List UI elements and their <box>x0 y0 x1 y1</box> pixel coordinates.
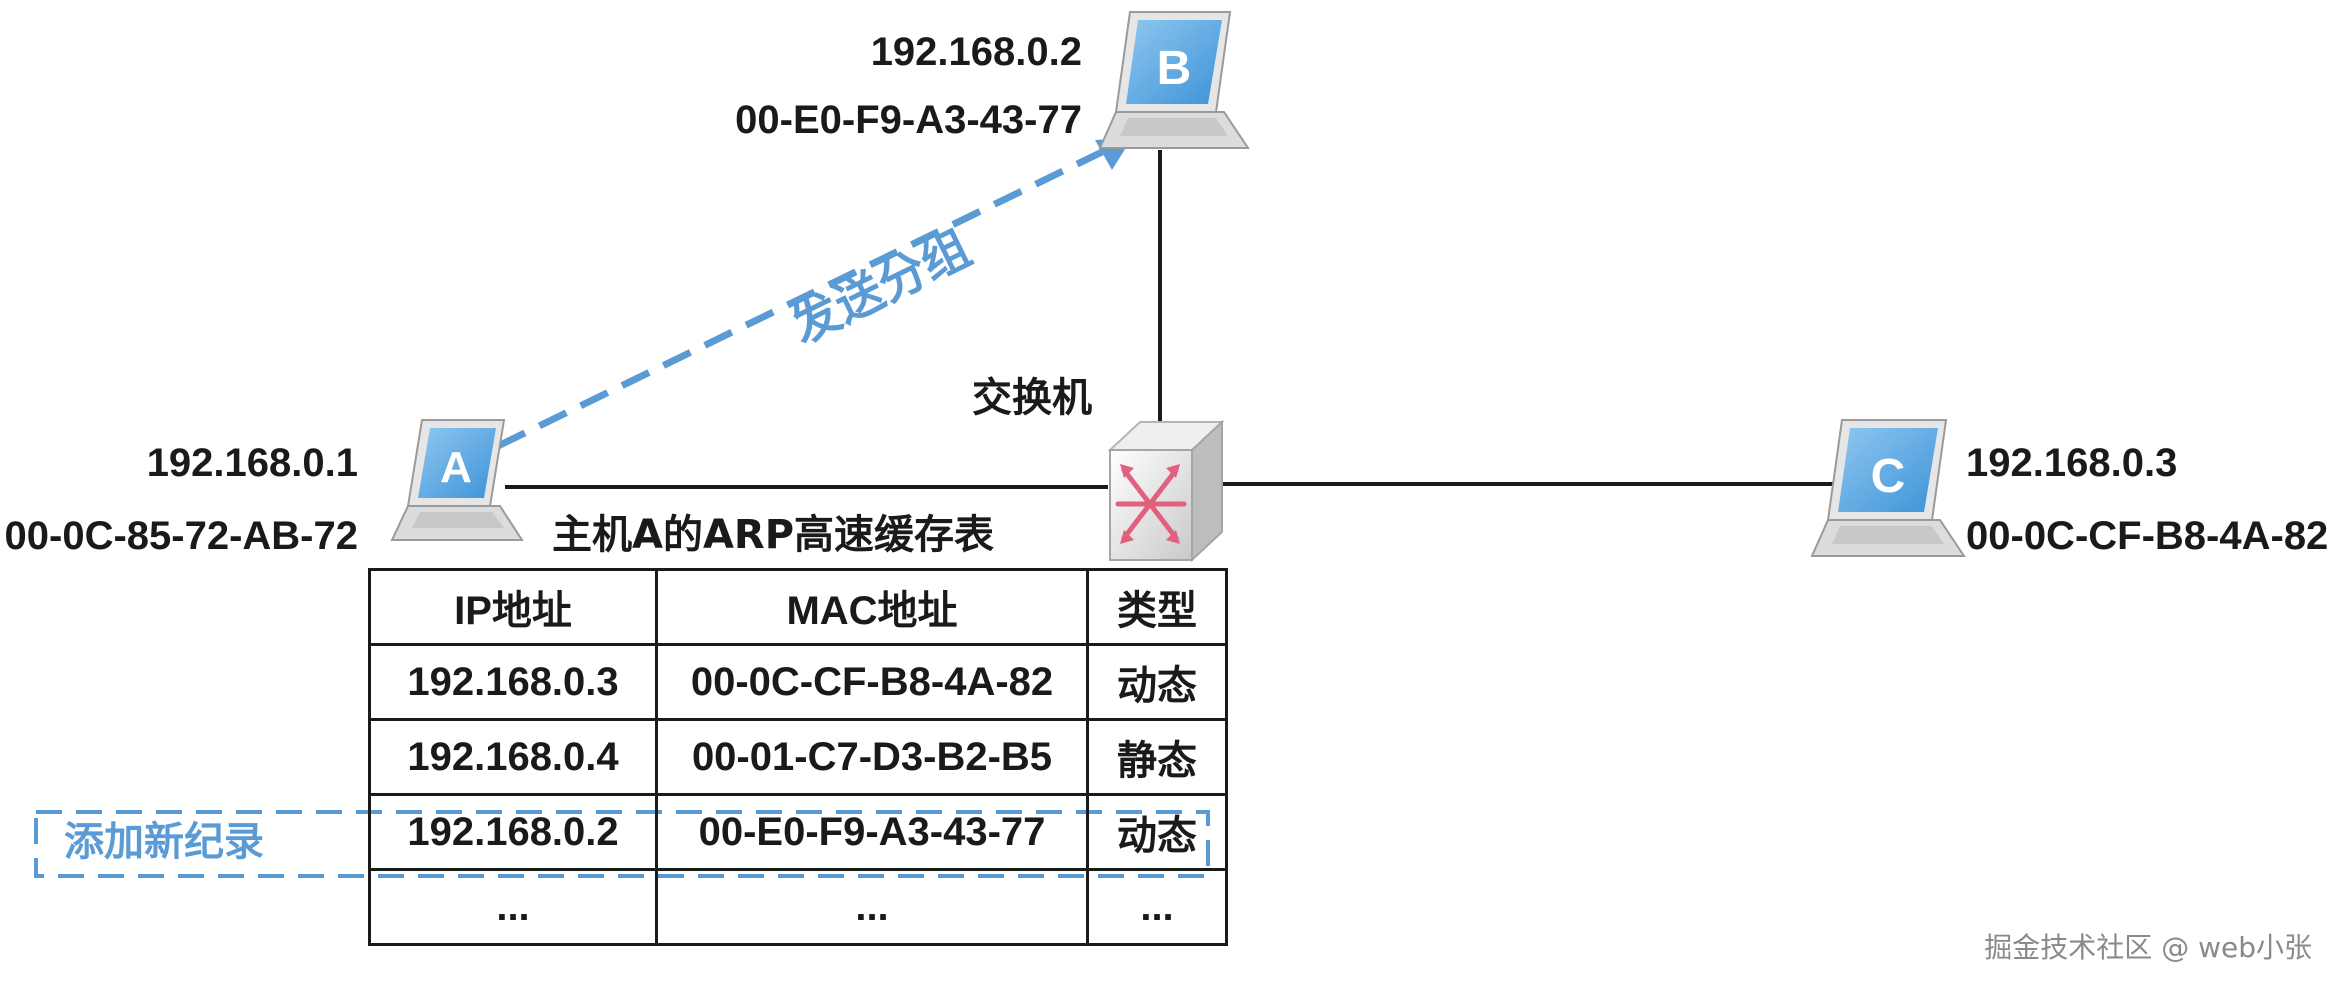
laptop-b-icon: B <box>1098 11 1250 149</box>
header-ip: IP地址 <box>368 568 658 646</box>
cell-ip: 192.168.0.3 <box>368 643 658 721</box>
cell-mac: 00-E0-F9-A3-43-77 <box>655 793 1089 871</box>
arp-table-title: 主机A的ARP高速缓存表 <box>552 512 995 558</box>
cell-ip: ... <box>368 868 658 946</box>
table-row: 192.168.0.2 00-E0-F9-A3-43-77 动态 <box>368 793 1228 871</box>
watermark: 掘金技术社区 @ web小张 <box>1984 931 2312 964</box>
table-row: ... ... ... <box>368 868 1228 946</box>
header-mac: MAC地址 <box>655 568 1089 646</box>
laptop-a-icon: A <box>390 419 524 541</box>
table-header-row: IP地址 MAC地址 类型 <box>368 568 1228 646</box>
send-arrow-line <box>496 148 1104 450</box>
host-b-mac: 00-E0-F9-A3-43-77 <box>735 98 1082 142</box>
laptop-c-letter: C <box>1871 450 1906 503</box>
laptop-c-icon: C <box>1810 419 1966 557</box>
arp-cache-table: IP地址 MAC地址 类型 192.168.0.3 00-0C-CF-B8-4A… <box>368 568 1228 946</box>
table-row: 192.168.0.4 00-01-C7-D3-B2-B5 静态 <box>368 718 1228 796</box>
cell-ip: 192.168.0.2 <box>368 793 658 871</box>
table-row: 192.168.0.3 00-0C-CF-B8-4A-82 动态 <box>368 643 1228 721</box>
host-c-mac: 00-0C-CF-B8-4A-82 <box>1966 514 2329 558</box>
cell-type: 动态 <box>1086 793 1228 871</box>
host-a-mac: 00-0C-85-72-AB-72 <box>4 514 358 558</box>
cell-type: ... <box>1086 868 1228 946</box>
switch-label: 交换机 <box>972 375 1092 421</box>
host-a-ip: 192.168.0.1 <box>146 441 358 485</box>
host-b-ip: 192.168.0.2 <box>870 30 1082 74</box>
cell-mac: 00-01-C7-D3-B2-B5 <box>655 718 1089 796</box>
cell-mac: ... <box>655 868 1089 946</box>
new-record-label: 添加新纪录 <box>64 819 264 865</box>
cell-type: 动态 <box>1086 643 1228 721</box>
cell-ip: 192.168.0.4 <box>368 718 658 796</box>
send-packet-label: 发送分组 <box>782 220 979 355</box>
header-type: 类型 <box>1086 568 1228 646</box>
cell-type: 静态 <box>1086 718 1228 796</box>
switch-icon <box>1107 419 1225 563</box>
host-c-ip: 192.168.0.3 <box>1966 441 2178 485</box>
cell-mac: 00-0C-CF-B8-4A-82 <box>655 643 1089 721</box>
laptop-a-letter: A <box>440 443 472 492</box>
laptop-b-letter: B <box>1157 42 1192 95</box>
